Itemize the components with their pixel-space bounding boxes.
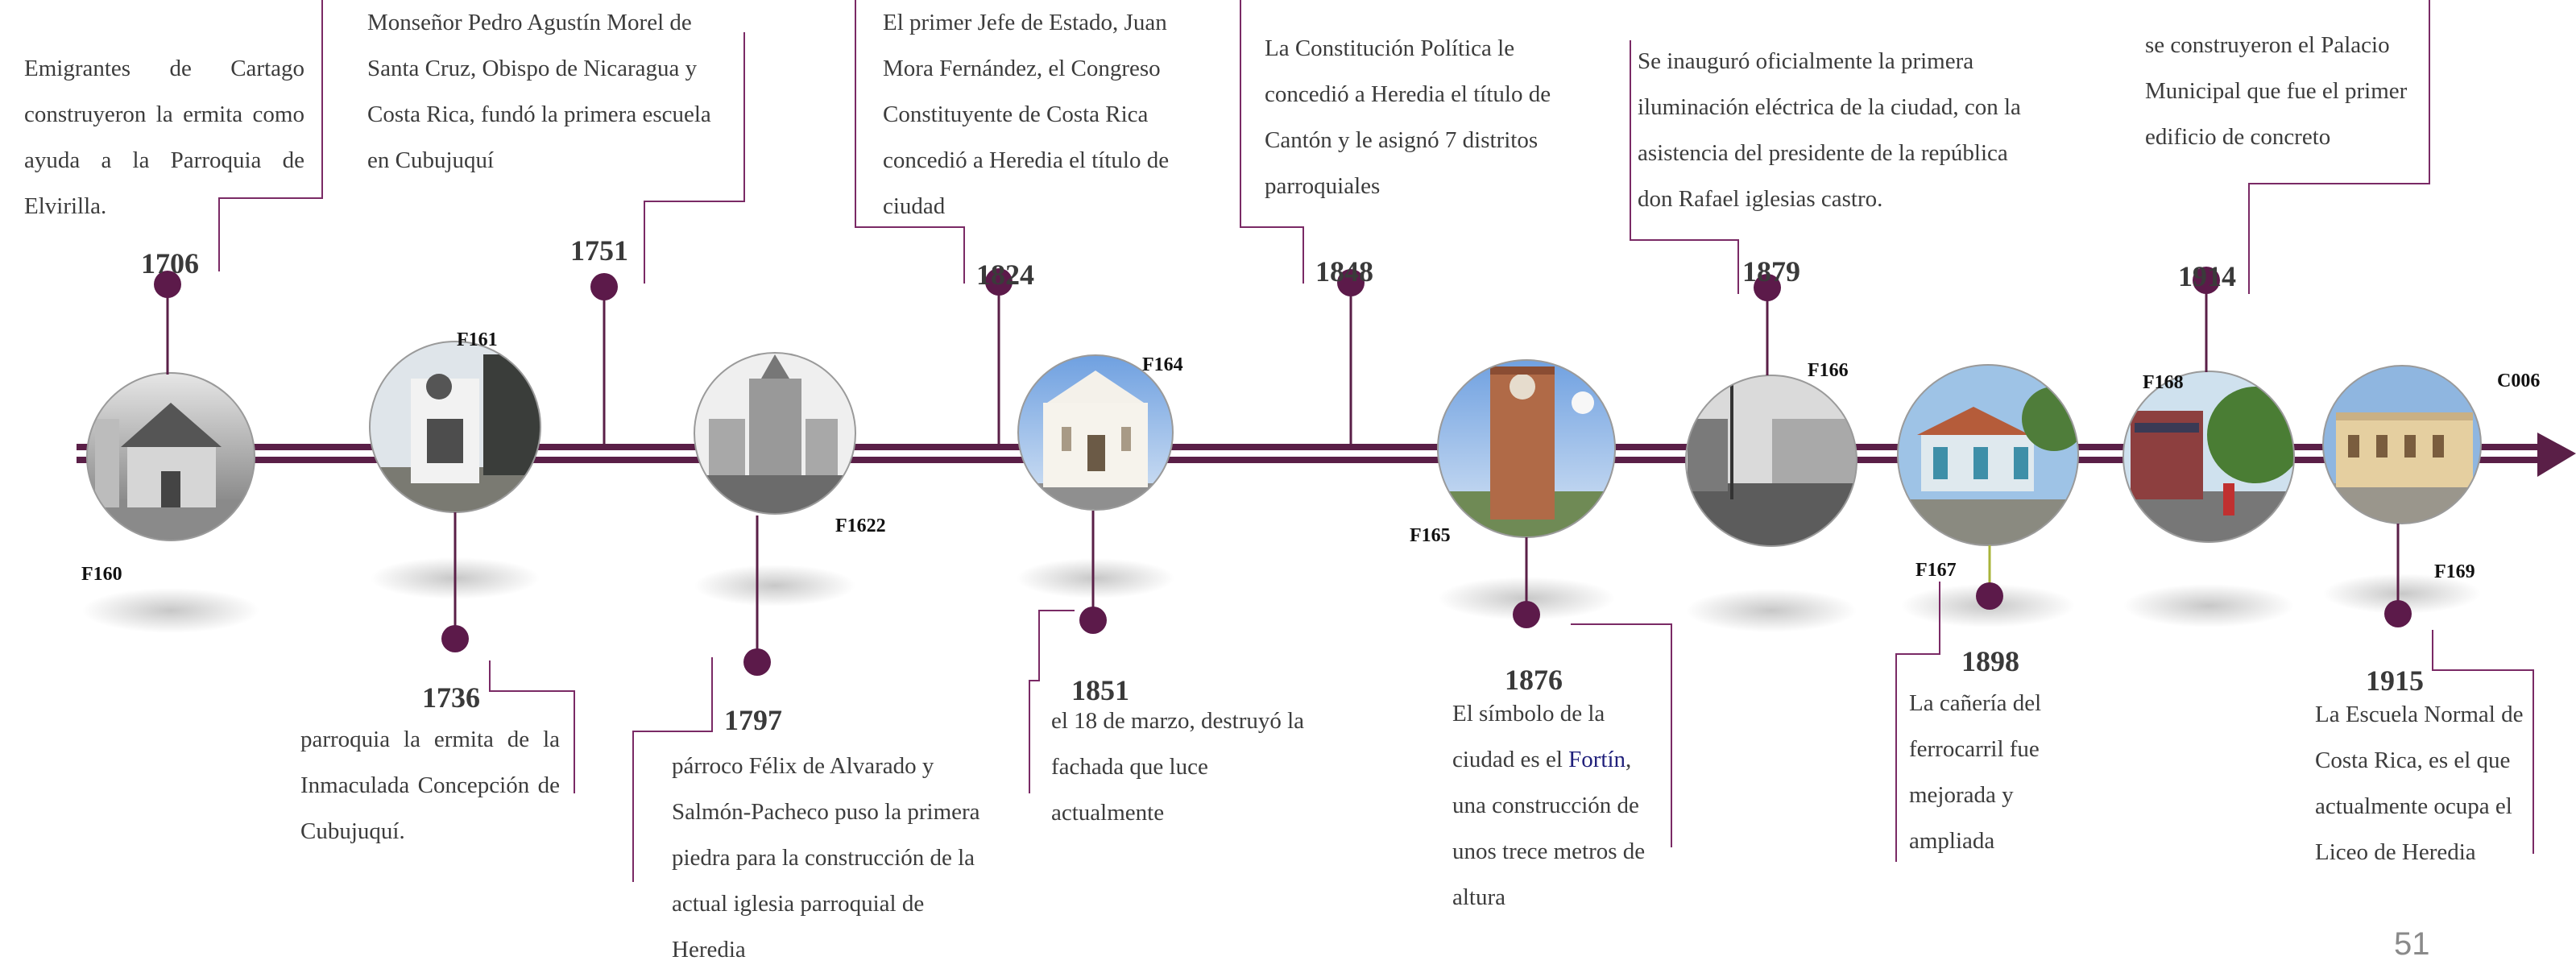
timeline-axis bbox=[77, 433, 2576, 477]
connector-1914 bbox=[2248, 0, 2430, 294]
marker-1876 bbox=[1513, 601, 1540, 628]
event-connectors bbox=[218, 0, 2534, 882]
marker-1915 bbox=[2384, 600, 2412, 627]
connector-1879 bbox=[1630, 40, 1739, 294]
photo-code-f160: F160 bbox=[81, 564, 122, 585]
event-1824-text: El primer Jefe de Estado, Juan Mora Fern… bbox=[883, 10, 1170, 219]
photo-code-f166: F166 bbox=[1808, 360, 1849, 381]
connector-1706 bbox=[218, 0, 323, 271]
photo-code-f167: F167 bbox=[1915, 560, 1957, 581]
photo-1876 bbox=[1437, 359, 1616, 538]
event-1898-text: La cañería del ferrocarril fue mejorada … bbox=[1909, 690, 2042, 854]
arrow-right-icon bbox=[2537, 433, 2576, 477]
event-1915-text: La Escuela Normal de Costa Rica, es el q… bbox=[2315, 702, 2524, 865]
year-1751: 1751 bbox=[570, 234, 628, 267]
year-1876: 1876 bbox=[1505, 664, 1563, 696]
marker-1736 bbox=[441, 625, 469, 652]
year-1706: 1706 bbox=[141, 247, 199, 279]
event-1751-text: Monseñor Pedro Agustín Morel de Santa Cr… bbox=[367, 10, 711, 173]
connector-1797 bbox=[632, 657, 713, 882]
connector-1851 bbox=[1029, 610, 1075, 793]
year-1915: 1915 bbox=[2366, 665, 2424, 697]
event-1797-text: párroco Félix de Alvarado y Salmón-Pache… bbox=[672, 753, 980, 963]
photo-1879 bbox=[1685, 375, 1857, 547]
connector-1736 bbox=[489, 660, 575, 793]
event-1736-text: parroquia la ermita de la Inmaculada Con… bbox=[300, 727, 560, 844]
year-1736: 1736 bbox=[422, 681, 480, 714]
event-1848-text: La Constitución Política le concedió a H… bbox=[1265, 35, 1551, 199]
photo-1898 bbox=[1897, 364, 2079, 546]
connector-1848 bbox=[1240, 0, 1304, 284]
marker-1797 bbox=[743, 648, 771, 676]
event-1706-text: Emigrantes de Cartago construyeron la er… bbox=[24, 56, 304, 219]
connector-1824 bbox=[855, 0, 965, 284]
fortin-link[interactable]: Fortín bbox=[1568, 747, 1626, 772]
photo-code-f165: F165 bbox=[1410, 525, 1451, 546]
year-1824: 1824 bbox=[976, 259, 1034, 291]
event-1876-text: El símbolo de la ciudad es el Fortín, un… bbox=[1452, 701, 1646, 910]
year-1848: 1848 bbox=[1315, 255, 1373, 288]
marker-1706 bbox=[154, 271, 181, 298]
page-number: 51 bbox=[2394, 926, 2430, 962]
photo-1797 bbox=[694, 352, 856, 515]
marker-1848 bbox=[1337, 269, 1365, 296]
connector-1876 bbox=[1571, 623, 1672, 847]
event-1879-text: Se inauguró oficialmente la primera ilum… bbox=[1638, 48, 2021, 212]
marker-1824 bbox=[985, 268, 1013, 296]
photo-1736 bbox=[369, 341, 541, 513]
marker-1914 bbox=[2193, 267, 2220, 294]
photo-1851 bbox=[1017, 354, 1174, 511]
event-1914-text: se construyeron el Palacio Municipal que… bbox=[2145, 32, 2408, 150]
photo-code-f164: F164 bbox=[1142, 354, 1183, 375]
photo-code-c006: C006 bbox=[2497, 371, 2541, 391]
event-stems bbox=[154, 267, 2412, 676]
year-1797: 1797 bbox=[724, 704, 782, 736]
photo-code-f168: F168 bbox=[2143, 372, 2184, 393]
marker-1879 bbox=[1754, 274, 1781, 301]
year-1879: 1879 bbox=[1742, 255, 1800, 288]
photo-shadows bbox=[82, 557, 2481, 633]
connector-1898 bbox=[1895, 582, 1940, 862]
marker-1898 bbox=[1976, 582, 2003, 610]
marker-1751 bbox=[590, 273, 618, 300]
photo-1915 bbox=[2322, 365, 2482, 524]
photo-code-f1622: F1622 bbox=[835, 515, 886, 536]
year-1898: 1898 bbox=[1961, 645, 2019, 677]
connector-1915 bbox=[2432, 630, 2534, 854]
event-1851-text: el 18 de marzo, destruyó la fachada que … bbox=[1051, 708, 1305, 826]
connector-1751 bbox=[644, 32, 745, 284]
photo-1914 bbox=[2123, 371, 2295, 543]
marker-1851 bbox=[1079, 607, 1107, 634]
photo-code-f161: F161 bbox=[457, 329, 498, 350]
photo-1706 bbox=[86, 372, 255, 541]
year-1914: 1914 bbox=[2178, 260, 2236, 292]
year-1851: 1851 bbox=[1071, 674, 1129, 706]
photo-code-f169: F169 bbox=[2434, 561, 2475, 582]
